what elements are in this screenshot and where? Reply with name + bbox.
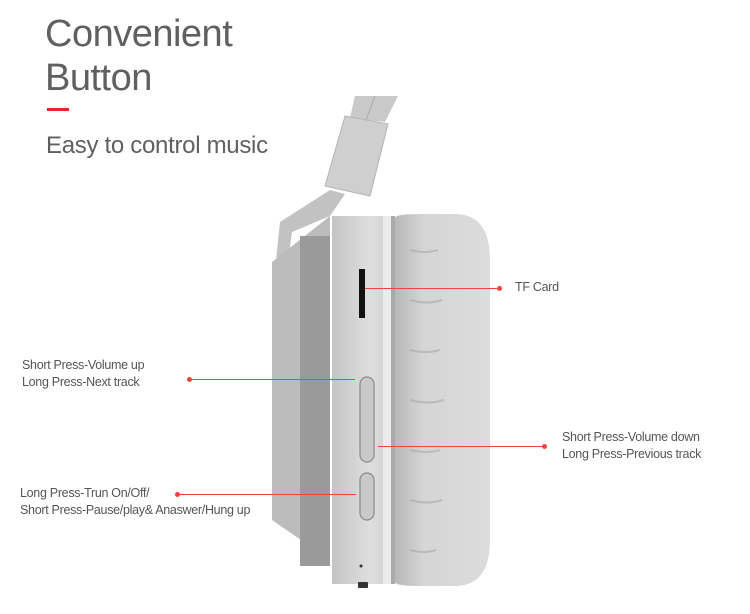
power-line — [178, 494, 356, 496]
title-line-1: Convenient — [45, 13, 233, 55]
volume-button — [359, 376, 375, 463]
volume-up-line — [190, 379, 355, 381]
tf-card-slot — [359, 269, 365, 318]
volume-up-label: Short Press-Volume up Long Press-Next tr… — [22, 358, 145, 389]
volume-down-line — [378, 446, 544, 448]
accent-divider — [47, 108, 69, 111]
power-button — [359, 472, 375, 521]
usb-port — [358, 582, 368, 588]
headband — [276, 95, 398, 262]
volume-up-dot — [187, 377, 192, 382]
subtitle: Easy to control music — [46, 132, 268, 159]
tf-card-dot — [497, 286, 502, 291]
tf-card-label: TF Card — [515, 280, 559, 294]
volume-down-label: Short Press-Volume down Long Press-Previ… — [562, 430, 702, 461]
title-line-2: Button — [45, 57, 152, 99]
tf-card-line — [365, 288, 500, 290]
volume-down-dot — [542, 444, 547, 449]
power-label: Long Press-Trun On/Off/ Short Press-Paus… — [20, 486, 251, 517]
page-title: Convenient Button — [45, 12, 233, 100]
power-dot — [175, 492, 180, 497]
